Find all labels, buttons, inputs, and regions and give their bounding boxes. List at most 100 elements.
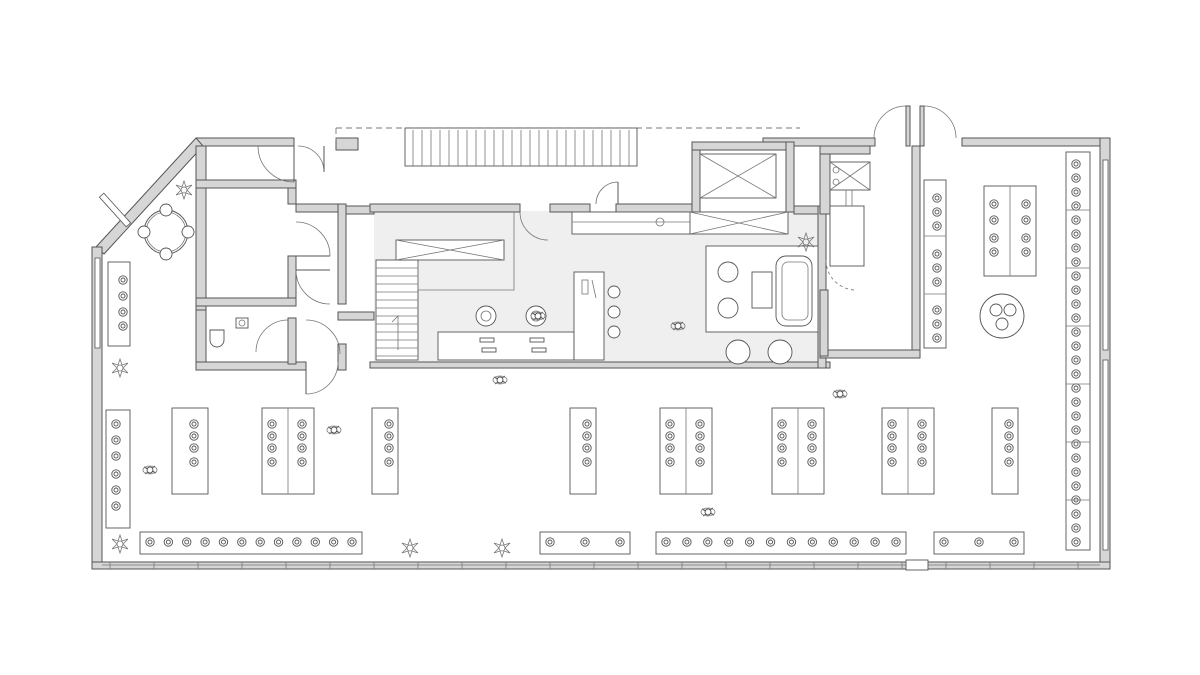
desk-island xyxy=(881,407,935,495)
desk-ne-island xyxy=(983,185,1037,277)
chair-icon xyxy=(297,443,307,453)
south-window-ticks xyxy=(109,562,1079,569)
bench xyxy=(539,531,631,555)
staircase-icon xyxy=(375,259,419,361)
chair-icon xyxy=(1071,397,1081,407)
chair-icon xyxy=(384,457,394,467)
chair-icon xyxy=(1071,467,1081,477)
chair-icon xyxy=(1071,313,1081,323)
chair-icon xyxy=(545,537,555,547)
chair-icon xyxy=(384,419,394,429)
chair-icon xyxy=(939,537,949,547)
chair-icon xyxy=(887,419,897,429)
chair-icon xyxy=(189,431,199,441)
chair-icon xyxy=(1071,439,1081,449)
chair-icon xyxy=(1071,243,1081,253)
chair-icon xyxy=(765,537,776,547)
chair-icon xyxy=(1071,173,1081,183)
desk-ne-column xyxy=(923,179,947,349)
chair-icon xyxy=(665,419,675,429)
plant-icon xyxy=(175,180,193,200)
desk-west-lower xyxy=(105,409,131,529)
chair-icon xyxy=(1071,383,1081,393)
chair-icon xyxy=(1004,431,1014,441)
chair-icon xyxy=(1071,299,1081,309)
chair-icon xyxy=(887,457,897,467)
chair-icon xyxy=(582,431,592,441)
chair-icon xyxy=(786,537,797,547)
chair-icon xyxy=(1071,425,1081,435)
chair-icon xyxy=(665,431,675,441)
person-icon xyxy=(326,425,342,435)
chair-icon xyxy=(182,537,192,547)
south-benches xyxy=(139,531,1025,555)
chair-icon xyxy=(145,537,155,547)
chair-icon xyxy=(1004,419,1014,429)
chair-icon xyxy=(682,537,692,547)
chair-icon xyxy=(807,537,818,547)
chair-icon xyxy=(1071,453,1081,463)
chair-icon xyxy=(267,457,277,467)
chair-icon xyxy=(1071,257,1081,267)
chair-icon xyxy=(384,431,394,441)
chair-icon xyxy=(1071,481,1081,491)
chair-icon xyxy=(189,457,199,467)
desk-island xyxy=(991,407,1019,495)
chair-icon xyxy=(665,443,675,453)
desk-island xyxy=(569,407,597,495)
chair-icon xyxy=(292,537,302,547)
chair-icon xyxy=(582,443,592,453)
chair-icon xyxy=(703,537,713,547)
plant-icon xyxy=(111,358,129,378)
door-frame-ne-2 xyxy=(919,105,925,147)
door-frame-ne xyxy=(905,105,911,147)
plant-icon xyxy=(111,534,129,554)
chair-icon xyxy=(273,537,284,547)
chair-icon xyxy=(777,431,787,441)
chair-icon xyxy=(695,419,705,429)
chair-icon xyxy=(580,537,590,547)
chair-icon xyxy=(917,419,927,429)
person-icon xyxy=(832,389,848,399)
chair-icon xyxy=(828,537,838,547)
bench xyxy=(933,531,1025,555)
person-icon xyxy=(492,375,508,385)
service-room xyxy=(829,161,871,267)
chair-icon xyxy=(218,537,229,547)
chair-icon xyxy=(310,537,320,547)
chair-icon xyxy=(163,537,174,547)
chair-icon xyxy=(1004,443,1014,453)
chair-icon xyxy=(255,537,265,547)
chair-icon xyxy=(1071,537,1081,547)
top-roof-outline xyxy=(335,127,800,167)
plant-icon xyxy=(401,538,419,558)
chair-icon xyxy=(189,419,199,429)
chair-icon xyxy=(1071,411,1081,421)
chair-icon xyxy=(1071,159,1081,169)
chair-icon xyxy=(849,537,859,547)
chair-icon xyxy=(1071,523,1081,533)
chair-icon xyxy=(1071,369,1081,379)
desk-island xyxy=(261,407,315,495)
chair-icon xyxy=(1071,341,1081,351)
chair-icon xyxy=(200,537,210,547)
chair-icon xyxy=(1071,201,1081,211)
kitchen-counter xyxy=(395,211,789,291)
chair-icon xyxy=(807,443,817,453)
chair-icon xyxy=(267,443,277,453)
chair-icon xyxy=(777,419,787,429)
chair-icon xyxy=(1071,187,1081,197)
chair-icon xyxy=(1071,285,1081,295)
chair-icon xyxy=(777,443,787,453)
chair-icon xyxy=(870,537,880,547)
chair-icon xyxy=(1071,355,1081,365)
person-icon xyxy=(142,465,158,475)
bench xyxy=(139,531,363,555)
chair-icon xyxy=(1071,215,1081,225)
chair-icon xyxy=(582,457,592,467)
chair-icon xyxy=(891,537,901,547)
chair-icon xyxy=(724,537,734,547)
chair-icon xyxy=(1004,457,1014,467)
chair-icon xyxy=(695,443,705,453)
elevator-icon xyxy=(699,153,777,199)
